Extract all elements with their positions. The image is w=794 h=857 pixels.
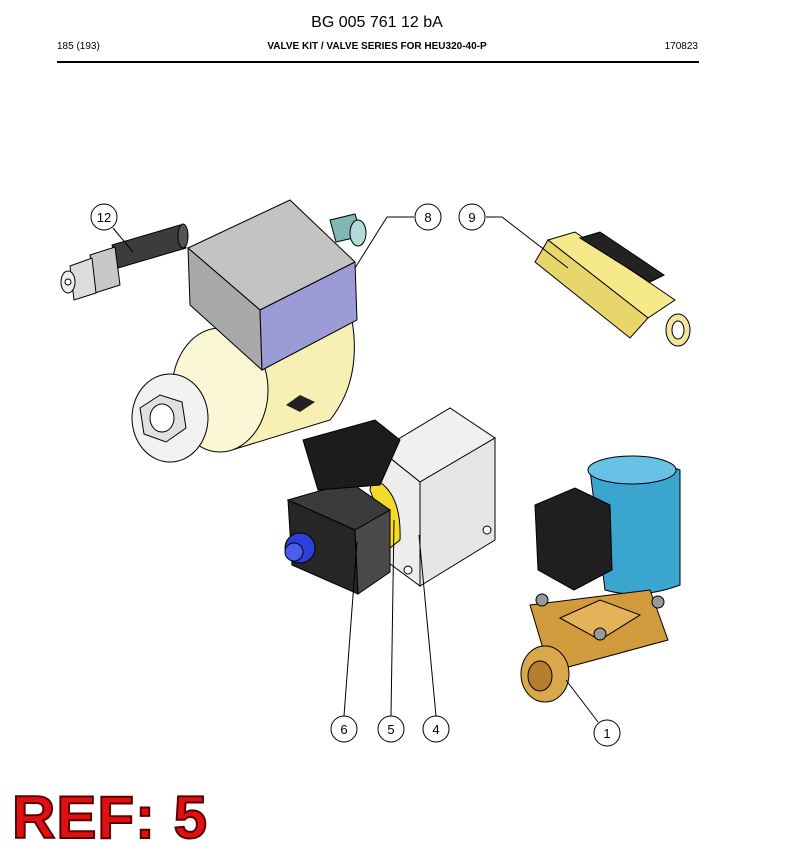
leader-lines [112,216,599,723]
callout-8: 8 [414,203,442,231]
part-9-valve [534,231,691,347]
svg-text:4: 4 [432,722,439,737]
part-12-fitting [60,223,189,301]
svg-text:8: 8 [424,210,431,225]
callout-1: 1 [593,719,621,747]
header-rule [57,61,699,63]
reference-label: REF: 5 [11,784,209,851]
callout-6: 6 [330,715,358,743]
part-1-brass-valve [520,455,681,703]
svg-text:5: 5 [387,722,394,737]
date-code: 170823 [664,41,698,52]
document-number: BG 005 761 12 bA [311,14,443,31]
callout-5: 5 [377,715,405,743]
svg-text:1: 1 [603,726,610,741]
svg-text:12: 12 [97,210,111,225]
svg-text:6: 6 [340,722,347,737]
svg-text:9: 9 [468,210,475,225]
page-number: 185 (193) [57,41,100,52]
part-8-coil [131,199,367,463]
callout-9: 9 [458,203,486,231]
callout-12: 12 [90,203,118,231]
callout-4: 4 [422,715,450,743]
section-title: VALVE KIT / VALVE SERIES FOR HEU320-40-P [267,41,487,52]
part-4-5-6-block [284,407,496,595]
